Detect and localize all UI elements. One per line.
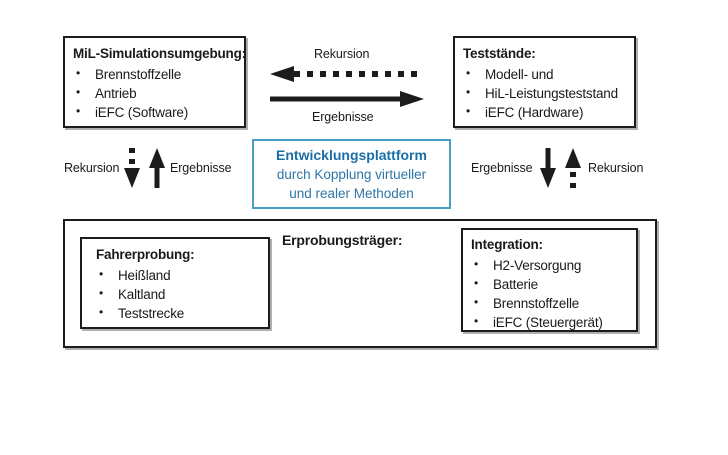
list-item: iEFC (Hardware) [463,102,628,122]
list-item: Heißland [96,265,262,285]
list-item: iEFC (Steuergerät) [471,312,630,332]
right-ergebnisse-label: Ergebnisse [471,161,533,175]
top-rekursion-label: Rekursion [314,47,370,61]
teststaende-title: Teststände: [463,46,536,61]
mil-simulation-title: MiL-Simulationsumgebung: [73,46,246,61]
right-rekursion-dotted-arrow-up-icon [565,148,581,188]
integration-box: Integration: H2-Versorgung Batterie Bren… [461,228,638,332]
teststaende-box: Teststände: Modell- und HiL-Leistungstes… [453,36,636,128]
erprobungstraeger-label: Erprobungsträger: [282,232,403,248]
right-ergebnisse-solid-arrow-down-icon [540,148,556,188]
integration-title: Integration: [471,237,543,252]
list-item: Teststrecke [96,303,262,323]
left-ergebnisse-label: Ergebnisse [170,161,232,175]
fahrerprobung-list: Heißland Kaltland Teststrecke [96,265,262,323]
left-ergebnisse-solid-arrow-up-icon [149,148,165,188]
teststaende-list: Modell- und HiL-Leistungsteststand iEFC … [463,64,628,122]
list-item: Brennstoffzelle [73,64,238,84]
list-item: Modell- und [463,64,628,84]
list-item: Kaltland [96,284,262,304]
fahrerprobung-title: Fahrerprobung: [96,247,195,262]
list-item: Antrieb [73,83,238,103]
top-ergebnisse-label: Ergebnisse [312,110,374,124]
top-rekursion-dotted-arrow-left-icon [270,66,424,82]
mil-simulation-box: MiL-Simulationsumgebung: Brennstoffzelle… [63,36,246,128]
entwicklungsplattform-subtitle-line1: durch Kopplung virtueller [276,166,427,182]
right-rekursion-label: Rekursion [588,161,644,175]
left-rekursion-label: Rekursion [64,161,120,175]
list-item: Brennstoffzelle [471,293,630,313]
list-item: H2-Versorgung [471,255,630,275]
left-rekursion-dotted-arrow-down-icon [124,148,140,188]
top-ergebnisse-solid-arrow-right-icon [270,91,424,107]
fahrerprobung-box: Fahrerprobung: Heißland Kaltland Teststr… [80,237,270,329]
list-item: Batterie [471,274,630,294]
entwicklungsplattform-title: Entwicklungsplattform [276,146,427,163]
mil-simulation-list: Brennstoffzelle Antrieb iEFC (Software) [73,64,238,122]
integration-list: H2-Versorgung Batterie Brennstoffzelle i… [471,255,630,332]
list-item: HiL-Leistungsteststand [463,83,628,103]
entwicklungsplattform-subtitle-line2: und realer Methoden [289,185,414,201]
entwicklungsplattform-box: Entwicklungsplattform durch Kopplung vir… [252,139,451,209]
list-item: iEFC (Software) [73,102,238,122]
